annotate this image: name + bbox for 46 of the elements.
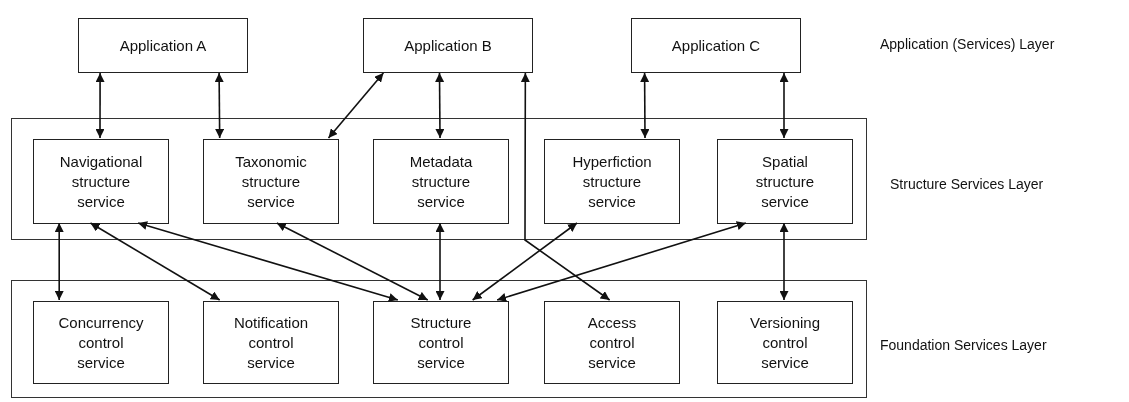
box-label: Structure control service [409,312,473,373]
connector-arrow [779,72,789,139]
connector-arrow [276,222,429,301]
service-box [363,18,533,73]
layer-label: Structure Services Layer [890,176,1044,192]
service-box [373,301,509,384]
service-box [33,301,169,384]
box-label: Hyperfiction structure service [571,151,653,212]
connector-arrow [435,72,445,139]
layer-panel [11,118,867,240]
box-label: Application C [670,35,762,56]
service-box [78,18,248,73]
connector-arrow [137,221,399,302]
service-box [717,301,853,384]
connector-arrow [496,221,747,302]
layer-label: Application (Services) Layer [880,36,1055,52]
layer-label: Foundation Services Layer [880,337,1047,353]
connector-arrow [95,72,105,139]
service-box [544,139,680,224]
box-label: Concurrency control service [57,312,145,373]
box-label: Application B [403,35,493,56]
box-label: Metadata structure service [408,151,474,212]
connector-arrow [54,222,64,301]
connector-arrow [471,222,578,301]
layer-panel [11,280,867,398]
connector-arrow [89,222,221,301]
service-box [203,301,339,384]
box-label: Access control service [586,312,638,373]
connector-arrow [779,222,789,301]
box-label: Taxonomic structure service [234,151,308,212]
connector-arrow [640,72,650,139]
service-box [203,139,339,224]
box-label: Spatial structure service [754,151,816,212]
box-label: Notification control service [232,312,310,373]
service-box [33,139,169,224]
box-label: Navigational structure service [58,151,144,212]
connector-arrow [327,72,385,139]
box-label: Application A [118,35,208,56]
service-box [544,301,680,384]
service-box [373,139,509,224]
service-box [717,139,853,224]
connector-arrow [520,72,611,301]
service-box [631,18,801,73]
connector-arrow [214,72,225,139]
box-label: Versioning control service [748,312,822,373]
connector-arrow [435,222,445,301]
